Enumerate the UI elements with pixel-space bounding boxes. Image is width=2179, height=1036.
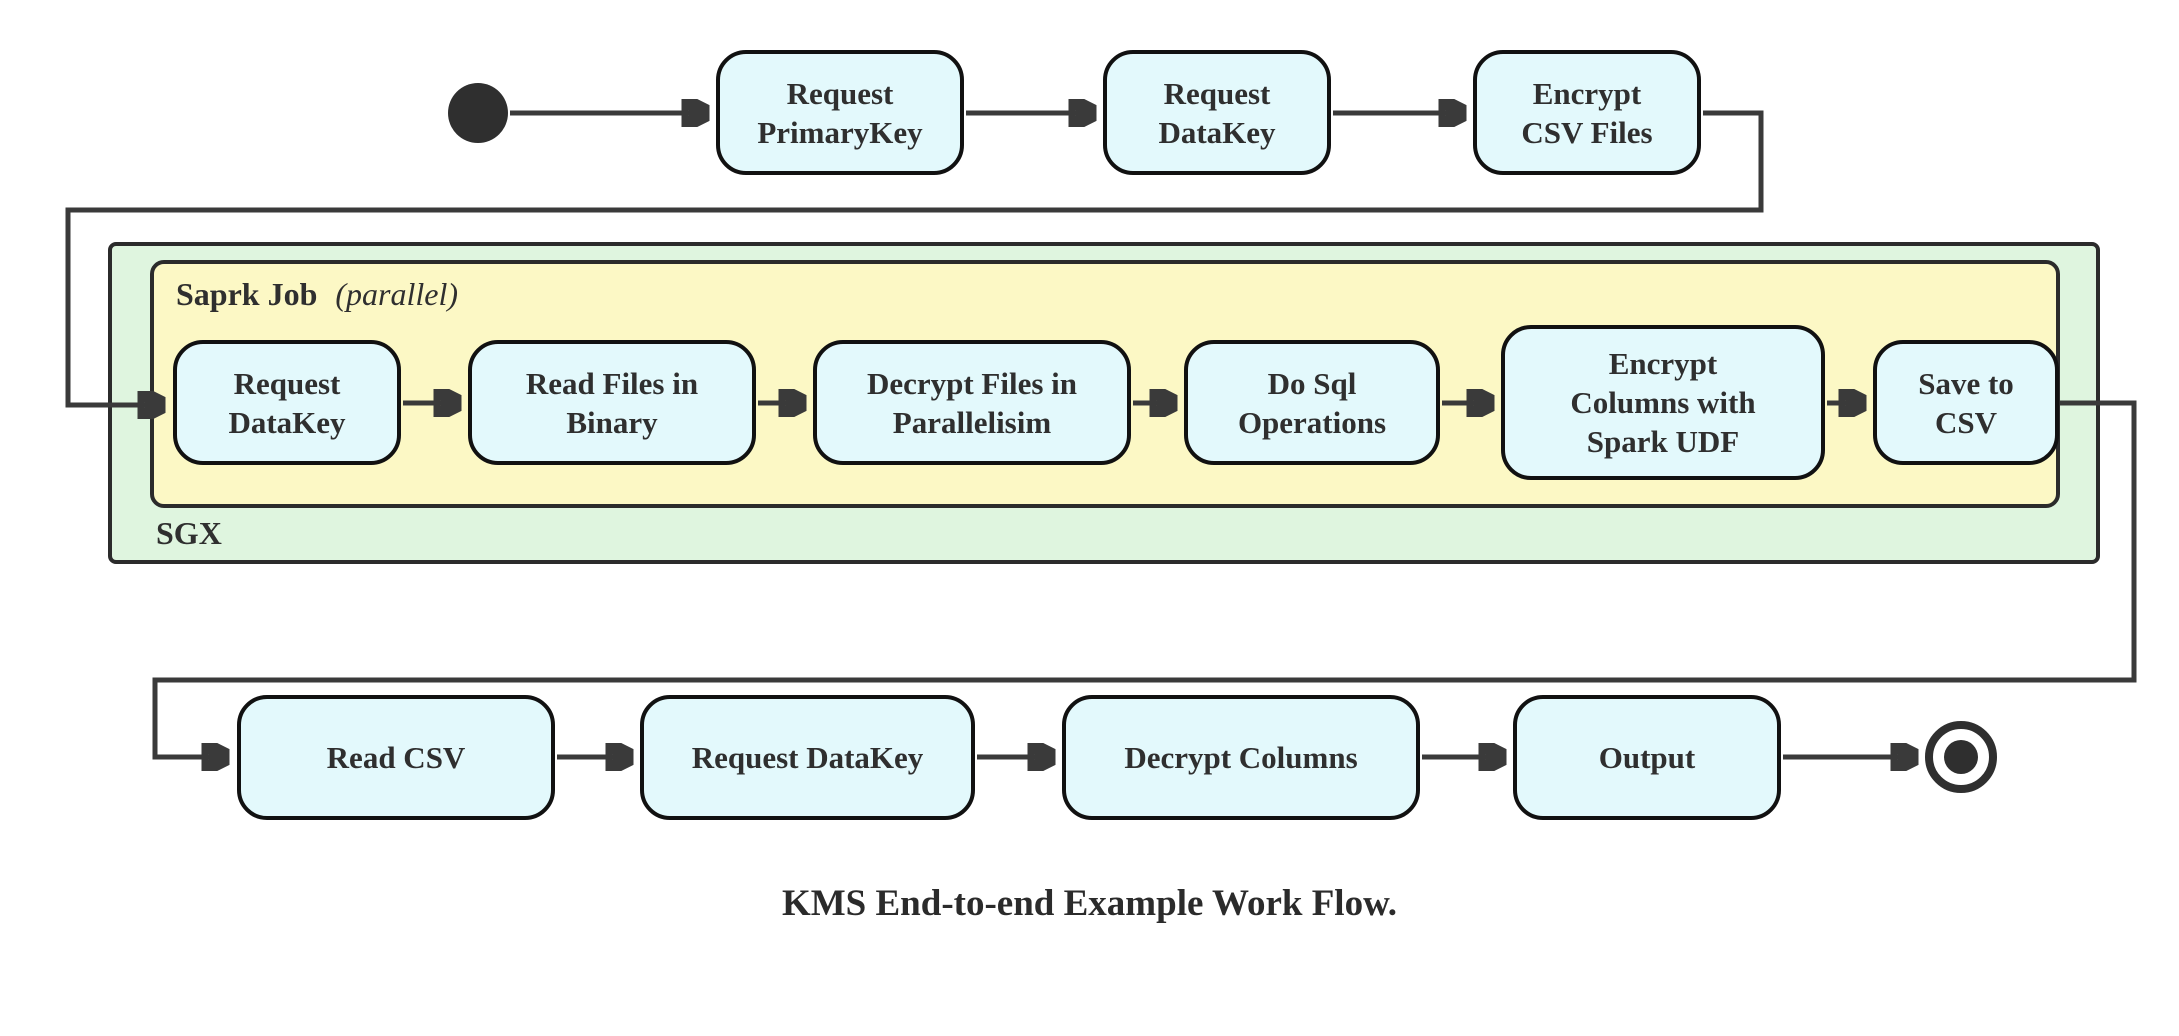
node-read-files-in-binary: Read Files in Binary [468,340,756,465]
node-save-to-csv: Save to CSV [1873,340,2059,465]
spark-job-label-text: Saprk Job [176,276,318,312]
node-request-primarykey: Request PrimaryKey [716,50,964,175]
node-encrypt-columns-with-spark-udf: Encrypt Columns with Spark UDF [1501,325,1825,480]
sgx-container-label: SGX [156,515,222,551]
node-request-datakey-bottom: Request DataKey [640,695,975,820]
node-decrypt-files-in-parallelisim: Decrypt Files in Parallelisim [813,340,1131,465]
spark-job-qualifier-text: (parallel) [335,276,459,312]
node-encrypt-csv-files: Encrypt CSV Files [1473,50,1701,175]
end-state-icon [1925,721,1997,793]
node-read-csv: Read CSV [237,695,555,820]
node-request-datakey-sgx: Request DataKey [173,340,401,465]
diagram-caption: KMS End-to-end Example Work Flow. [781,883,1398,924]
node-do-sql-operations: Do Sql Operations [1184,340,1440,465]
start-state-icon [448,83,508,143]
node-decrypt-columns: Decrypt Columns [1062,695,1420,820]
spark-job-container-label: Saprk Job (parallel) [176,276,458,313]
end-state-inner-dot [1944,740,1978,774]
node-output: Output [1513,695,1781,820]
node-request-datakey-top: Request DataKey [1103,50,1331,175]
